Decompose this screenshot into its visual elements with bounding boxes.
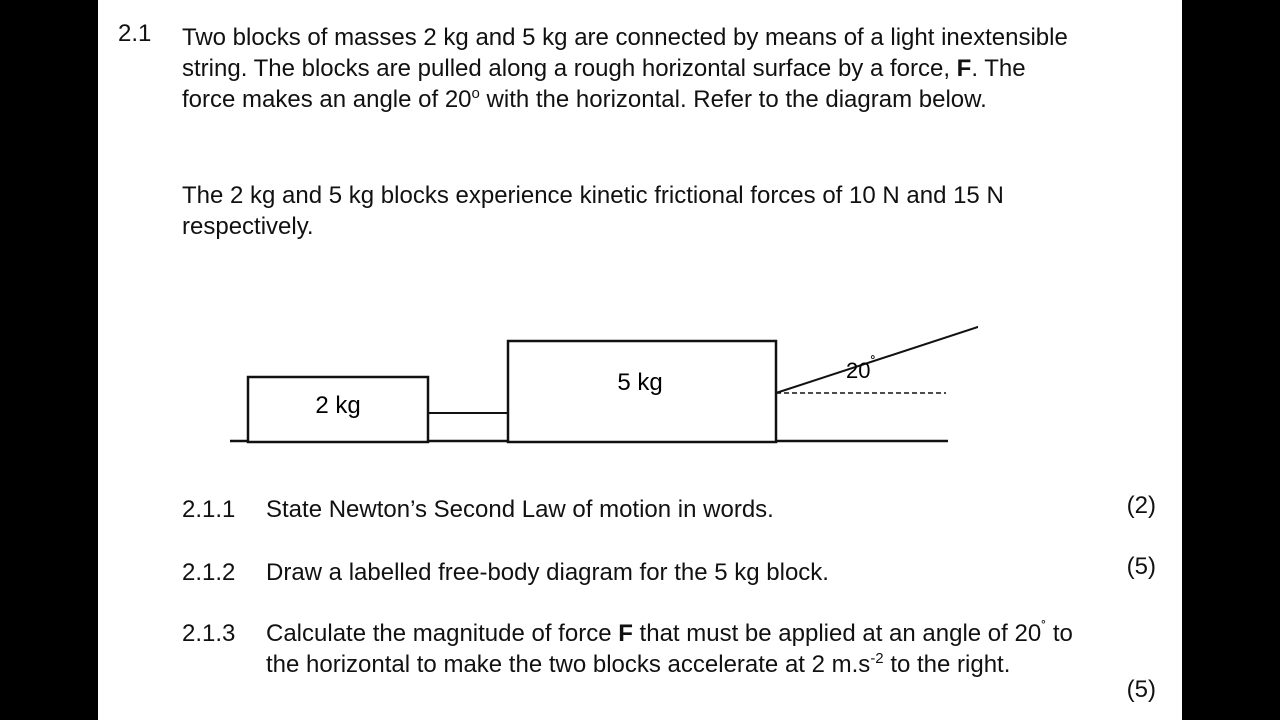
worksheet-page: 2.1 Two blocks of masses 2 kg and 5 kg a… bbox=[98, 0, 1182, 720]
degree-symbol: o bbox=[471, 85, 480, 102]
question-number: 2.1 bbox=[118, 20, 152, 47]
angle-label: 20˚ bbox=[846, 355, 876, 383]
intro-text-2: . The force makes an angle of 20 bbox=[182, 55, 1026, 113]
subquestion-number: 2.1.3 bbox=[182, 620, 236, 647]
block-5kg bbox=[506, 339, 778, 444]
force-symbol: F bbox=[956, 55, 972, 82]
question-intro: Two blocks of masses 2 kg and 5 kg are c… bbox=[182, 22, 1082, 115]
exponent: -2 bbox=[870, 650, 884, 667]
marks-2-1-3: (5) bbox=[1126, 676, 1156, 703]
block-5kg-label: 5 kg bbox=[617, 369, 662, 396]
block-2kg bbox=[246, 375, 430, 444]
degree-symbol: ˚ bbox=[1041, 619, 1047, 636]
subquestion-number: 2.1.2 bbox=[182, 559, 236, 586]
subquestion-text: State Newton’s Second Law of motion in w… bbox=[266, 496, 774, 523]
subquestion-text: Draw a labelled free-body diagram for th… bbox=[266, 559, 829, 586]
force-arrow-shaft bbox=[775, 325, 978, 394]
blocks-diagram: 2 kg 5 kg F 20˚ bbox=[230, 325, 978, 444]
force-symbol: F bbox=[618, 620, 633, 647]
subquestion-number: 2.1.1 bbox=[182, 496, 236, 523]
intro-text-3: with the horizontal. Refer to the diagra… bbox=[479, 86, 987, 113]
intro-text-1: Two blocks of masses 2 kg and 5 kg are c… bbox=[182, 24, 1068, 82]
marks-2-1-2: (5) bbox=[1126, 553, 1156, 580]
block-2kg-label: 2 kg bbox=[315, 392, 360, 419]
marks-2-1-1: (2) bbox=[1126, 492, 1156, 519]
friction-statement: The 2 kg and 5 kg blocks experience kine… bbox=[182, 182, 1004, 240]
subquestion-text: Calculate the magnitude of force F that … bbox=[266, 619, 1073, 678]
